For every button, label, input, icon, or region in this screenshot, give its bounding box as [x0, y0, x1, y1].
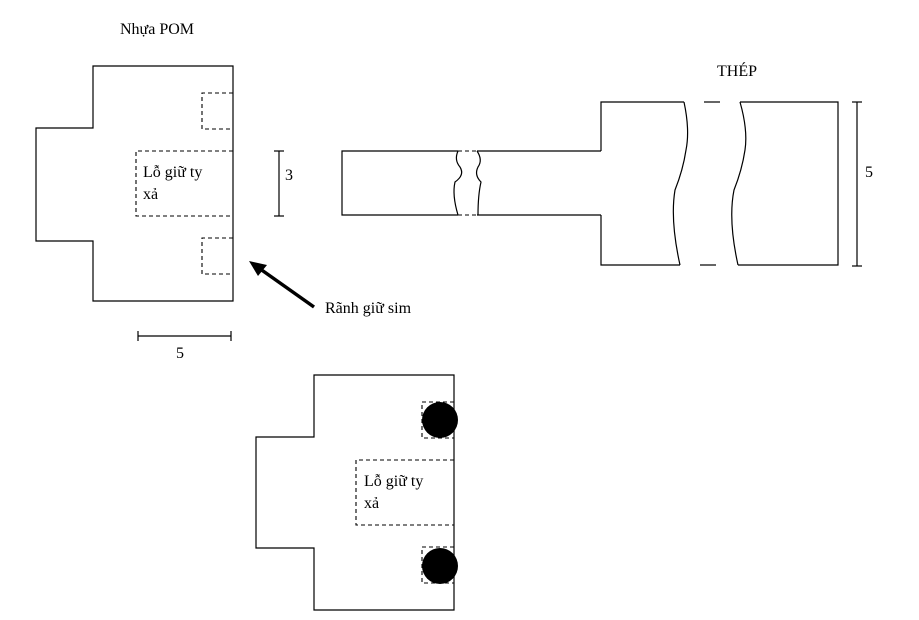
hole-dashed: [135, 150, 233, 217]
height-dimension: [274, 150, 284, 217]
groove-arrow: [249, 261, 316, 309]
assembled-hole-label-line2: xả: [364, 495, 379, 512]
steel-dimension-label: 5: [865, 164, 873, 181]
steel-title: THÉP: [717, 61, 757, 80]
pom-title: Nhựa POM: [120, 21, 194, 38]
groove-label: Rãnh giữ sim: [325, 300, 412, 317]
steel-head: [600, 101, 839, 266]
lower-groove-dashed: [201, 237, 233, 275]
steel-pin: [341, 150, 601, 216]
hole-label-line2: xả: [143, 186, 158, 203]
lower-sim-circle: [422, 548, 458, 584]
steel-dimension: [852, 101, 862, 267]
pom-part-outline: [35, 65, 234, 302]
assembled-hole-dashed: [355, 459, 454, 526]
upper-sim-circle: [422, 402, 458, 438]
assembled-hole-label-line1: Lỗ giữ ty: [364, 473, 423, 490]
width-dimension-label: 5: [176, 345, 184, 362]
pom-assembled-outline: [255, 374, 455, 611]
upper-groove-dashed: [201, 92, 233, 130]
width-dimension: [137, 331, 232, 341]
hole-label-line1: Lỗ giữ ty: [143, 164, 202, 181]
height-dimension-label: 3: [285, 167, 293, 184]
